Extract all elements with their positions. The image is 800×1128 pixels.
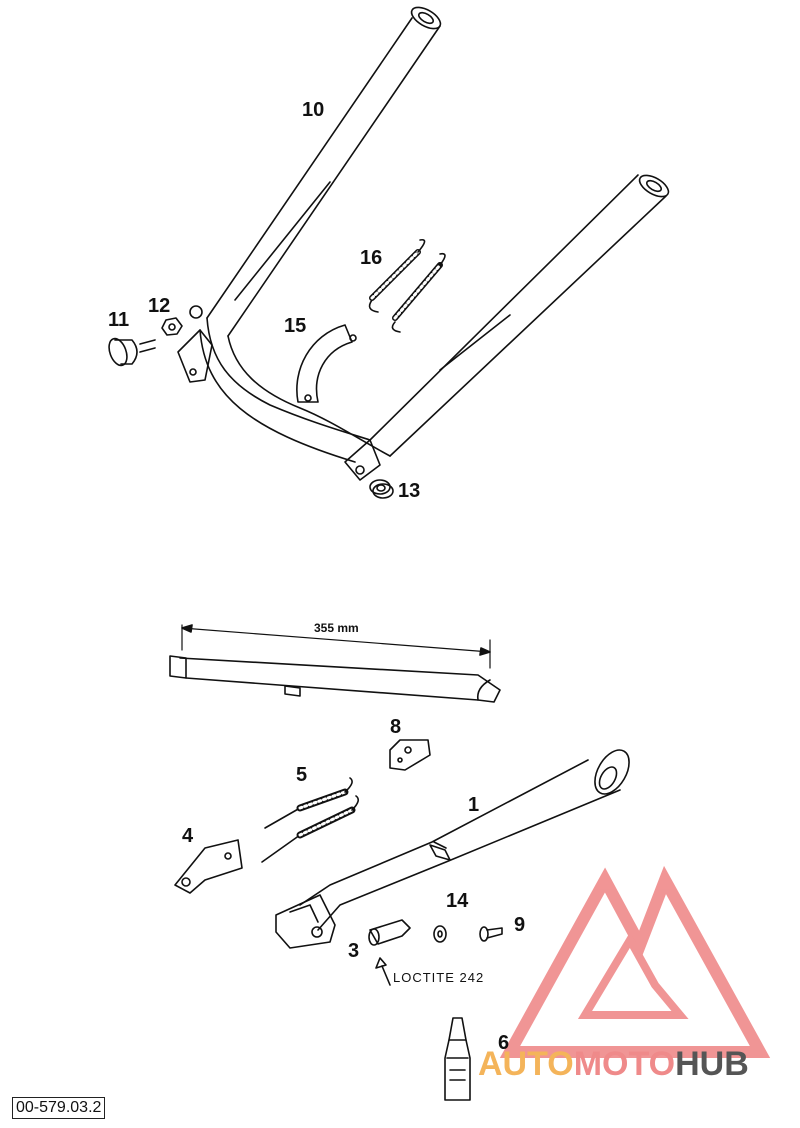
watermark-brand-part3: HUB bbox=[675, 1045, 749, 1083]
callout-1: 1 bbox=[468, 794, 480, 816]
callout-4: 4 bbox=[182, 825, 194, 847]
callout-14: 14 bbox=[446, 890, 469, 912]
screw-part-9 bbox=[479, 926, 503, 942]
bracket-part-4 bbox=[174, 839, 243, 894]
watermark-logo-icon bbox=[499, 865, 771, 1058]
callout-15: 15 bbox=[284, 315, 307, 337]
loctite-bottle-part-6 bbox=[444, 1017, 471, 1101]
watermark-brand-part2: MOTO bbox=[573, 1045, 676, 1083]
callout-16: 16 bbox=[360, 247, 383, 269]
callout-6: 6 bbox=[498, 1032, 510, 1054]
rubber-bumper-part-11 bbox=[108, 337, 156, 367]
plate-part-8 bbox=[389, 739, 431, 771]
callout-10: 10 bbox=[302, 99, 325, 121]
spring-bracket-part-15 bbox=[296, 324, 357, 403]
callout-12: 12 bbox=[148, 295, 171, 317]
nut-part-12 bbox=[161, 317, 183, 336]
springs-part-5 bbox=[261, 777, 360, 863]
dimension-label: 355 mm bbox=[314, 621, 359, 635]
callout-9: 9 bbox=[514, 914, 526, 936]
diagram-code: 00-579.03.2 bbox=[12, 1097, 106, 1119]
side-stand-part-1 bbox=[275, 749, 630, 949]
washer-part-14 bbox=[433, 925, 447, 943]
side-stand-dimension-view bbox=[169, 624, 501, 703]
watermark-brand: AUTOMOTOHUB bbox=[478, 1047, 749, 1081]
callout-11: 11 bbox=[108, 309, 130, 331]
loctite-label: LOCTITE 242 bbox=[393, 970, 485, 985]
main-stand-part-10 bbox=[177, 6, 670, 481]
springs-part-16 bbox=[368, 238, 446, 333]
callout-8: 8 bbox=[390, 716, 402, 738]
watermark-brand-part1: AUTO bbox=[478, 1045, 574, 1083]
callout-3: 3 bbox=[348, 940, 360, 962]
callout-13: 13 bbox=[398, 480, 421, 502]
bushing-part-13 bbox=[369, 479, 394, 499]
bolt-part-3 bbox=[368, 919, 411, 986]
callout-5: 5 bbox=[296, 764, 308, 786]
